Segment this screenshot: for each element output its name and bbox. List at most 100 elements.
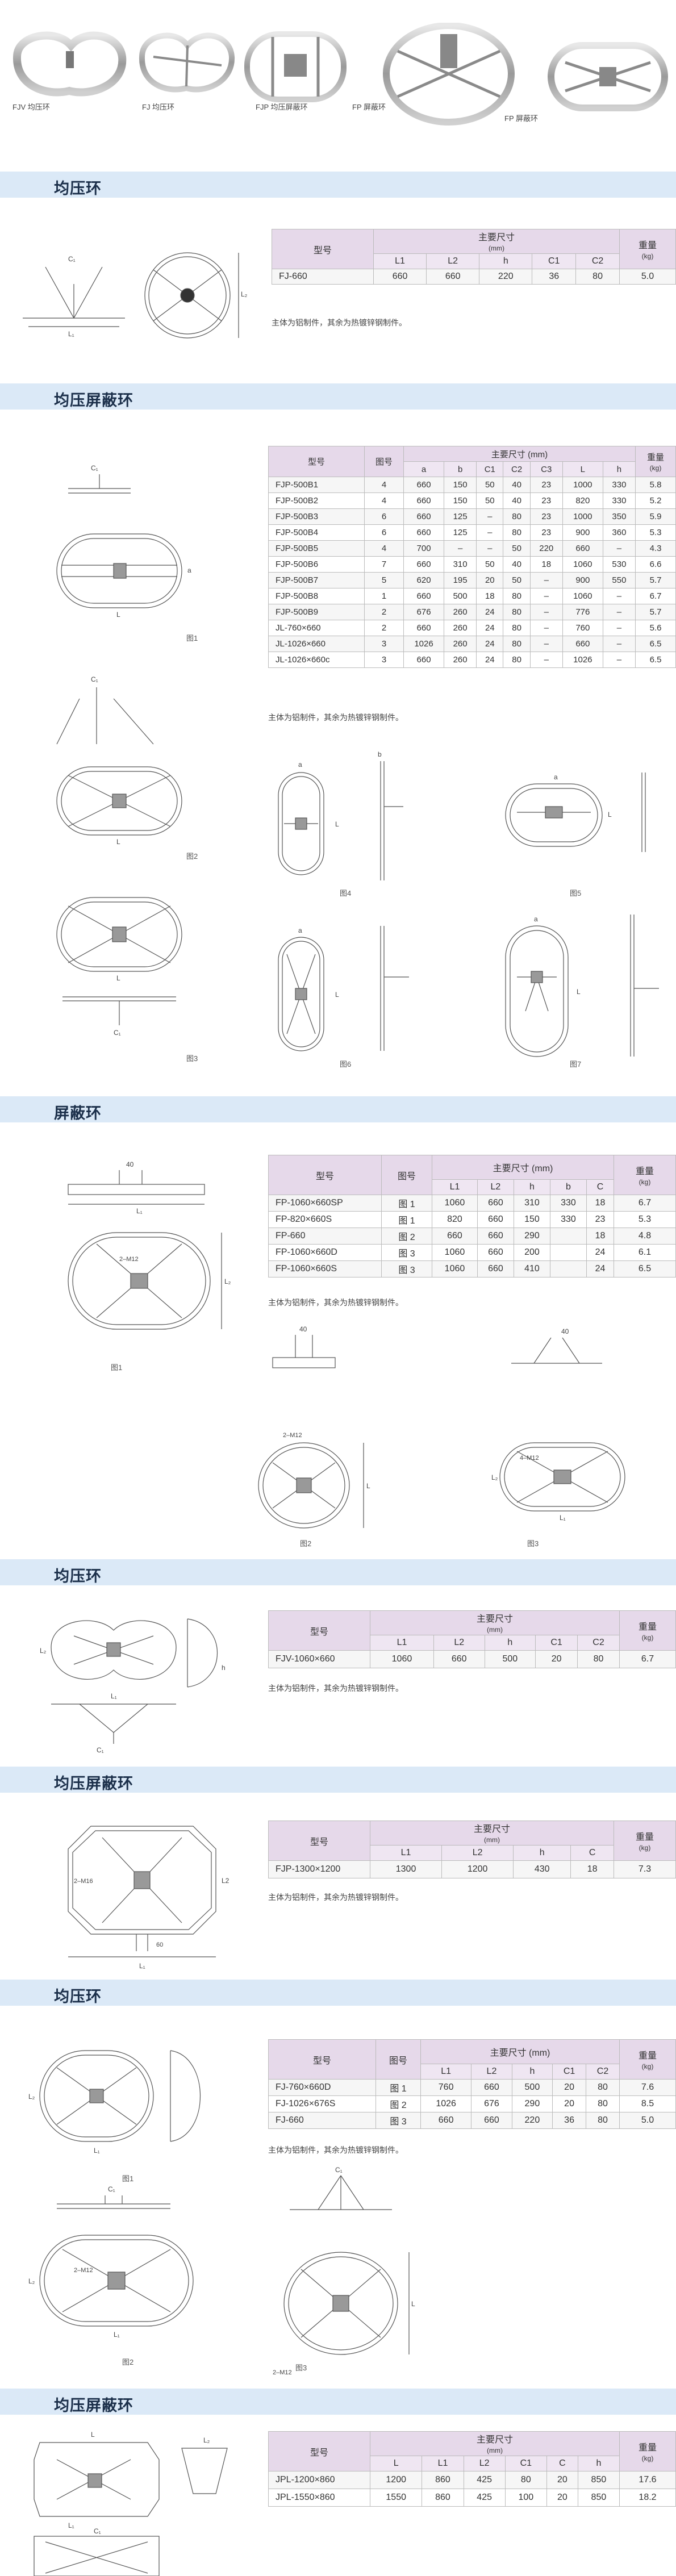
spec-table-5: 型号 主要尺寸(mm) 重量(kg) L1 L2 h C FJP-1300×12… <box>268 1821 676 1878</box>
table-cell: 4 <box>364 492 404 509</box>
table-cell: 760 <box>420 2079 472 2096</box>
svg-text:a: a <box>187 566 191 574</box>
cell-model: FJP-500B6 <box>268 556 365 573</box>
svg-text:L₂: L₂ <box>28 2277 35 2285</box>
table-cell: 1000 <box>562 508 603 525</box>
table-cell: – <box>529 572 563 588</box>
table-cell: 660 <box>471 2112 512 2129</box>
photo-caption-4: FP 屏蔽环 <box>352 103 386 111</box>
table-cell: 20 <box>476 572 504 588</box>
cell-model: FJ-660 <box>268 2112 376 2129</box>
table-cell: 1026 <box>562 652 603 668</box>
drawing-section-3-fig23: 40 2–M12 L 40 4–M12 L₂ L₁ <box>258 1325 625 1529</box>
svg-text:a: a <box>534 915 538 923</box>
table-cell: 820 <box>432 1211 478 1228</box>
table-cell: 760 <box>562 620 603 636</box>
table-note: 主体为铝制件，其余为热镀锌钢制件。 <box>268 1684 403 1693</box>
table-cell: 18 <box>586 1195 615 1212</box>
table-cell: 20 <box>552 2095 587 2112</box>
table-cell: 676 <box>403 604 445 620</box>
section-title: 屏蔽环 <box>54 1105 102 1122</box>
table-cell: 1060 <box>562 556 603 573</box>
table-cell: 260 <box>444 604 477 620</box>
table-cell: 3 <box>364 652 404 668</box>
svg-text:L₁: L₁ <box>68 2521 74 2529</box>
svg-text:L: L <box>91 2431 95 2439</box>
table-cell: 6.5 <box>614 1260 676 1277</box>
drawing-section-5: 2–M16 L2 L₁ 60 <box>68 1826 229 1970</box>
cell-model: JPL-1200×860 <box>268 2471 370 2489</box>
table-cell: 80 <box>586 2095 620 2112</box>
table-cell: 24 <box>476 620 504 636</box>
spec-table-6: 型号 图号 主要尺寸 (mm) 重量(kg) L1 L2 h C1 C2 FJ-… <box>268 2039 676 2129</box>
table-cell: 220 <box>529 540 563 557</box>
table-cell: 350 <box>602 508 636 525</box>
spec-table-2: 型号 图号 主要尺寸 (mm) 重量(kg) a b C1 C2 C3 L h … <box>268 446 676 668</box>
fig-label-4: 图4 <box>340 889 352 897</box>
table-cell: 530 <box>602 556 636 573</box>
section-band-1: 均压环 <box>0 172 676 198</box>
table-cell: 660 <box>471 2079 512 2096</box>
svg-text:C₁: C₁ <box>97 1746 104 1754</box>
table-cell: 660 <box>433 1650 485 1668</box>
table-cell: 8.5 <box>619 2095 676 2112</box>
table-cell: 20 <box>535 1650 578 1668</box>
table-cell: 80 <box>504 2471 547 2489</box>
table-cell: 4.8 <box>614 1228 676 1245</box>
table-cell: – <box>529 652 563 668</box>
table-cell <box>549 1260 587 1277</box>
table-cell: 660 <box>403 620 445 636</box>
section-band-4: 均压环 <box>0 1559 676 1585</box>
cell-model: FP-660 <box>268 1228 382 1245</box>
table-cell: 330 <box>602 492 636 509</box>
table-cell: 80 <box>503 636 531 652</box>
svg-text:L₁: L₁ <box>139 1962 145 1970</box>
table-cell: 50 <box>476 477 504 493</box>
table-cell: 220 <box>511 2112 553 2129</box>
cell-model: FJP-500B2 <box>268 492 365 509</box>
svg-text:2–M12: 2–M12 <box>273 2369 292 2376</box>
table-cell: 20 <box>546 2471 578 2489</box>
svg-text:L₂: L₂ <box>241 290 248 298</box>
table-cell: – <box>444 540 477 557</box>
photo-caption-3: FJP 均压屏蔽环 <box>256 103 308 111</box>
drawing-section-6-fig3: C₁ L 2–M12 <box>273 2166 415 2376</box>
fig-label-3: 图3 <box>295 2364 307 2372</box>
table-cell: 80 <box>503 508 531 525</box>
cell-model: FJP-500B5 <box>268 540 365 557</box>
table-cell: 660 <box>403 508 445 525</box>
drawing-section-3-fig1: 40 L₁ L₂ 2–M12 <box>68 1160 231 1330</box>
svg-text:2–M12: 2–M12 <box>283 1432 302 1439</box>
table-cell: 676 <box>471 2095 512 2112</box>
fig-label-3: 图3 <box>527 1539 539 1548</box>
table-cell: 660 <box>373 269 427 285</box>
svg-text:L: L <box>116 838 120 846</box>
drawing-section-2-right: abL aL aL aL <box>278 750 659 1057</box>
table-cell: 36 <box>552 2112 587 2129</box>
table-cell: 425 <box>463 2489 506 2507</box>
table-cell: 40 <box>503 556 531 573</box>
photo-fjp <box>244 31 347 102</box>
table-cell: 6.6 <box>635 556 676 573</box>
table-cell: 6.1 <box>614 1244 676 1261</box>
table-cell: 4 <box>364 477 404 493</box>
table-cell: 24 <box>476 636 504 652</box>
table-cell: 1200 <box>369 2471 423 2489</box>
table-cell: 660 <box>432 1228 478 1245</box>
table-cell: 5.7 <box>635 572 676 588</box>
table-cell: 4 <box>364 540 404 557</box>
table-cell: 图 2 <box>381 1228 432 1245</box>
table-cell: 5.7 <box>635 604 676 620</box>
photo-fp-2 <box>548 42 668 111</box>
table-cell: 100 <box>504 2489 547 2507</box>
svg-text:L2: L2 <box>222 1877 229 1885</box>
